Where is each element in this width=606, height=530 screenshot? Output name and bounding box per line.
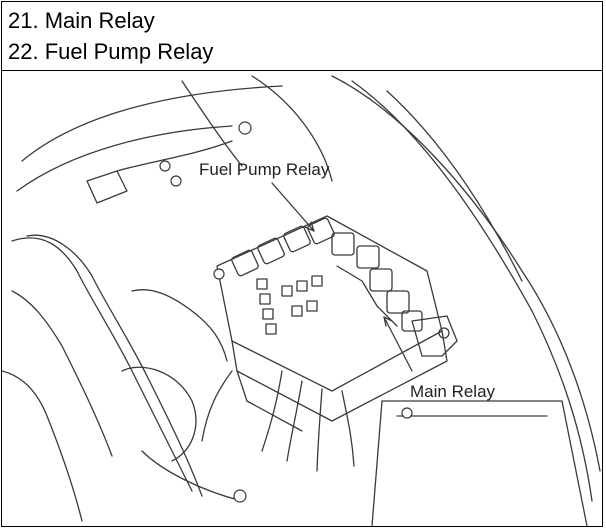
fuse-a3 — [262, 308, 274, 320]
fuse-b5 — [306, 300, 318, 312]
relay-box-side — [231, 330, 448, 422]
battery-side — [371, 400, 383, 526]
hood-line — [21, 85, 283, 162]
engine-bay-drawing: Fuel Pump Relay Main Relay — [2, 75, 601, 526]
strut-edge-line — [331, 75, 601, 472]
relay-6 — [369, 268, 393, 292]
relay-box-lower-edge — [236, 370, 303, 432]
upper-bracket-arm — [116, 140, 233, 172]
fuse-a2 — [259, 293, 271, 305]
caption-fuel-pump-relay: 22. Fuel Pump Relay — [8, 39, 214, 64]
harness-1 — [261, 370, 283, 452]
brace-line — [181, 80, 243, 167]
relay-4 — [307, 217, 335, 245]
harness-2 — [286, 380, 303, 462]
fuel-pump-leader — [271, 182, 315, 232]
fuse-b4 — [291, 305, 303, 317]
fuse-a4 — [265, 323, 277, 335]
fuel-pump-arrowhead — [304, 221, 315, 232]
main-relay-arrowhead — [383, 316, 393, 327]
bolt-bottom — [233, 489, 247, 503]
left-frame-rail — [2, 370, 83, 522]
relay-1 — [231, 249, 259, 277]
lower-hose — [141, 450, 243, 502]
reservoir-outline — [121, 366, 197, 462]
bolt-upper-left — [159, 160, 171, 172]
connector-bracket — [411, 315, 458, 357]
label-fuel-pump-relay: Fuel Pump Relay — [199, 160, 330, 179]
bracket-bolt — [438, 327, 450, 339]
cowl-line — [251, 75, 333, 182]
harness-4 — [341, 390, 355, 467]
left-hose-outer — [11, 237, 193, 492]
caption-main-relay: 21. Main Relay — [8, 8, 155, 33]
fuse-b2 — [296, 280, 308, 292]
relay-3 — [283, 225, 311, 253]
relay-main — [386, 290, 410, 314]
inner-panel-line — [386, 90, 523, 282]
bolt-box-right — [401, 407, 413, 419]
relay-2 — [257, 237, 285, 265]
fuse-b3 — [311, 275, 323, 287]
caption-panel: 21. Main Relay 22. Fuel Pump Relay — [2, 2, 602, 71]
left-hose-inner — [26, 234, 203, 497]
bolt-upper-left-2 — [170, 175, 182, 187]
relay-7 — [401, 310, 423, 332]
upper-bracket — [86, 170, 128, 204]
relay-5 — [356, 245, 380, 269]
left-cable — [11, 290, 113, 457]
relay-row-divider — [336, 265, 398, 327]
bolt-box-left — [213, 268, 225, 280]
battery-top — [381, 400, 588, 526]
strut-edge-inner — [351, 80, 593, 502]
engine-bay-diagram: Fuel Pump Relay Main Relay — [2, 71, 602, 526]
fender-line — [16, 125, 233, 192]
main-relay-leader — [383, 316, 413, 372]
bracket-line — [131, 289, 228, 362]
fuse-a1 — [256, 278, 268, 290]
bolt-top — [238, 121, 252, 135]
harness-5 — [201, 370, 233, 442]
label-main-relay: Main Relay — [410, 382, 496, 401]
fuse-b1 — [281, 285, 293, 297]
relay-fuel-pump — [331, 232, 355, 256]
harness-3 — [316, 388, 323, 472]
